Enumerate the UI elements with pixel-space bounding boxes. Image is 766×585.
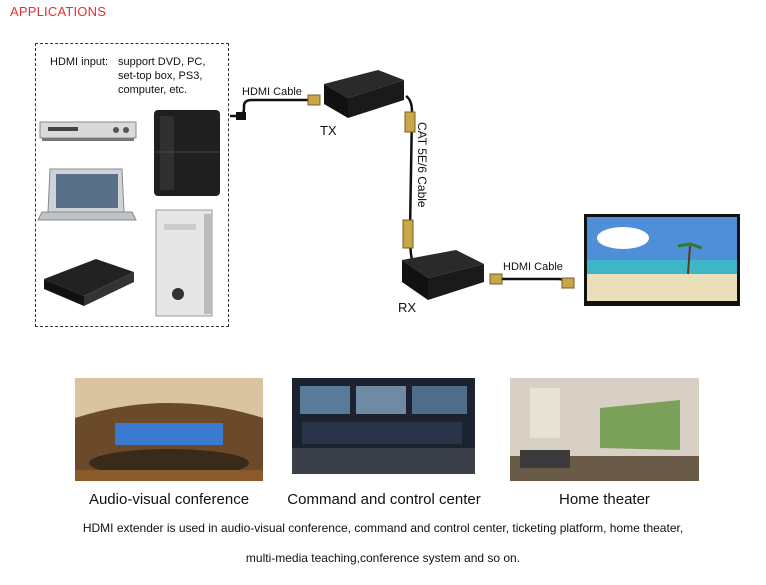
caption-home-theater: Home theater <box>559 491 650 508</box>
caption-audio-visual-conference: Audio-visual conference <box>88 491 250 508</box>
hdmi-input-label: HDMI input: <box>50 56 109 68</box>
control-center-photo <box>292 378 475 474</box>
pc-tower-icon <box>155 209 213 317</box>
conference-room-photo <box>75 378 263 481</box>
tx-hdmi-cable-icon <box>230 94 321 120</box>
tx-label: TX <box>320 123 337 138</box>
cat-cable-icon <box>402 94 416 261</box>
support-line-2: set-top box, PS3, <box>118 70 203 82</box>
description-line-2: multi-media teaching,conference system a… <box>245 551 521 565</box>
laptop-icon <box>37 168 137 221</box>
source-devices-illustration <box>37 110 220 317</box>
rx-hdmi-cable-icon <box>489 273 575 289</box>
support-line-1: support DVD, PC, <box>118 56 206 68</box>
rx-hdmi-cable-label: HDMI Cable <box>503 261 563 273</box>
support-line-3: computer, etc. <box>118 84 188 96</box>
tx-unit-icon <box>324 70 404 118</box>
home-theater-photo <box>510 378 699 481</box>
description-line-1: HDMI extender is used in audio-visual co… <box>82 521 684 535</box>
caption-command-control-center: Command and control center <box>287 491 481 508</box>
tx-hdmi-cable-label: HDMI Cable <box>242 86 302 98</box>
set-top-box-icon <box>44 259 134 306</box>
rx-unit-icon <box>402 250 484 300</box>
cat-cable-label: CAT 5E/6 Cable <box>415 122 429 208</box>
source-devices-box <box>35 43 229 327</box>
link-illustration <box>230 70 740 306</box>
rx-label: RX <box>398 300 417 315</box>
ps3-console-icon <box>154 110 220 196</box>
page-heading: APPLICATIONS <box>10 4 107 19</box>
tv-screen-icon <box>584 214 740 306</box>
dvd-player-icon <box>39 121 137 141</box>
